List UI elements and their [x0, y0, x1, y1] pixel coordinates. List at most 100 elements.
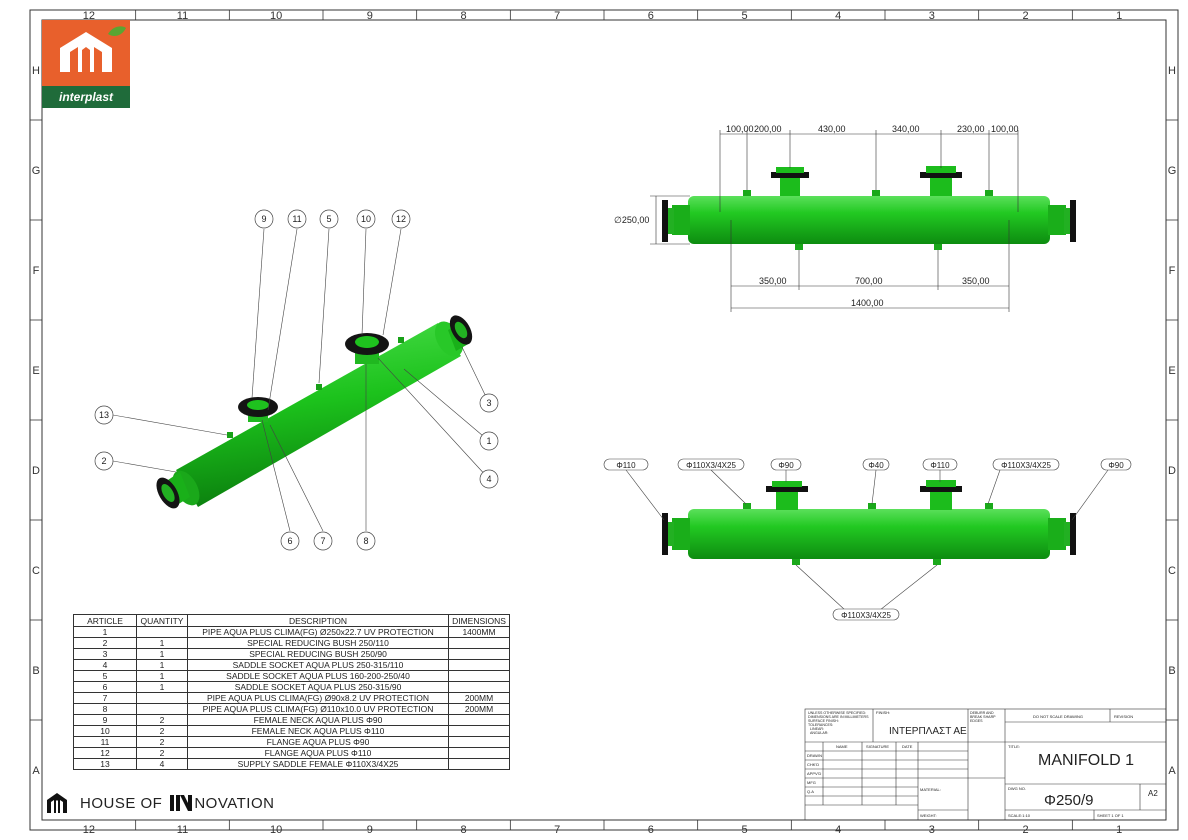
dim-top-1: 100,00 — [726, 124, 754, 134]
callout-label: Φ40 — [868, 461, 884, 470]
balloon-circle — [479, 469, 499, 489]
front-pipe-body — [688, 196, 1050, 244]
dim-bottom-3: 350,00 — [962, 276, 990, 286]
table-cell: 1 — [136, 648, 188, 660]
zone-col-top: 8 — [460, 10, 466, 22]
dim-diameter: ∅250,00 — [614, 215, 649, 225]
front-dimension-lines — [650, 130, 1019, 312]
zone-col-bottom: 5 — [741, 824, 747, 836]
balloon-label: 9 — [261, 214, 266, 224]
bottom-leaders — [625, 469, 1109, 611]
table-cell: 2 — [136, 725, 188, 737]
table-cell — [448, 659, 510, 671]
zone-col-bottom: 3 — [929, 824, 935, 836]
table-cell: SPECIAL REDUCING BUSH 250/90 — [187, 648, 449, 660]
table-cell: FEMALE NECK AQUA PLUS Φ90 — [187, 714, 449, 726]
front-flange-90 — [771, 172, 809, 178]
svg-text:LINEAR:: LINEAR: — [810, 727, 824, 731]
table-cell — [448, 725, 510, 737]
zone-col-top: 11 — [177, 10, 188, 22]
callout-label-frame — [992, 458, 1060, 471]
balloon-label: 7 — [320, 536, 325, 546]
balloon-circle — [254, 209, 274, 229]
zone-col-top: 9 — [367, 10, 373, 22]
callout-label-frame — [677, 458, 745, 471]
callout-label: Φ110X3/4X25 — [1001, 461, 1051, 470]
callout-label: Φ90 — [778, 461, 794, 470]
table-cell: PIPE AQUA PLUS CLIMA(FG) Ø90x8.2 UV PROT… — [187, 692, 449, 704]
table-cell — [448, 637, 510, 649]
dim-top-3: 430,00 — [818, 124, 846, 134]
balloon-circle — [287, 209, 307, 229]
dim-overall: 1400,00 — [851, 298, 884, 308]
table-cell: 1 — [136, 637, 188, 649]
innovation-mark-icon — [170, 795, 193, 811]
zone-col-bottom: 10 — [270, 824, 282, 836]
title-block — [804, 708, 1167, 821]
svg-text:ANGULAR:: ANGULAR: — [810, 731, 828, 735]
footer-brand: HOUSE OF NOVATION — [46, 790, 274, 816]
footer-brand-part2: NOVATION — [194, 794, 275, 812]
logo-mark — [42, 20, 130, 86]
table-cell — [448, 714, 510, 726]
balloon-label: 6 — [287, 536, 292, 546]
svg-text:SURFACE FINISH:: SURFACE FINISH: — [808, 719, 839, 723]
zone-row-right: E — [1168, 365, 1175, 377]
zone-row-left: A — [32, 765, 40, 777]
zone-row-left: B — [32, 665, 39, 677]
svg-text:EDGES: EDGES — [970, 719, 983, 723]
table-cell: 1 — [136, 681, 188, 693]
callout-label-frame — [862, 458, 890, 471]
table-cell: 3 — [73, 648, 137, 660]
table-cell: 2 — [136, 736, 188, 748]
dim-top-5: 230,00 — [957, 124, 985, 134]
table-cell: 7 — [73, 692, 137, 704]
table-cell — [448, 758, 510, 770]
table-cell — [136, 703, 188, 715]
balloon-circle — [479, 431, 499, 451]
svg-text:Q.A: Q.A — [807, 789, 814, 794]
logo-wordmark: interplast — [42, 86, 130, 108]
svg-text:MFG: MFG — [807, 780, 816, 785]
table-row: 7 PIPE AQUA PLUS CLIMA(FG) Ø90x8.2 UV PRO… — [73, 692, 510, 704]
zone-row-right: F — [1169, 265, 1176, 277]
dim-bottom-2: 700,00 — [855, 276, 883, 286]
table-cell: 1 — [73, 626, 137, 638]
zone-col-bottom: 1 — [1116, 824, 1122, 836]
svg-text:DRAWN: DRAWN — [807, 753, 822, 758]
table-cell — [136, 692, 188, 704]
table-cell: SADDLE SOCKET AQUA PLUS 250-315/90 — [187, 681, 449, 693]
callout-label-bottom-frame — [832, 608, 900, 621]
zone-col-bottom: 2 — [1022, 824, 1028, 836]
svg-text:TITLE:: TITLE: — [1008, 744, 1020, 749]
iso-leaders — [112, 228, 490, 532]
callout-label: Φ110X3/4X25 — [686, 461, 736, 470]
dim-top-2: 200,00 — [754, 124, 782, 134]
table-cell: FLANGE AQUA PLUS Φ110 — [187, 747, 449, 759]
bom-header-quantity: QUANTITY — [136, 614, 188, 627]
iso-pipe-body — [176, 323, 461, 507]
table-cell: 10 — [73, 725, 137, 737]
table-cell: 4 — [136, 758, 188, 770]
callout-label-frame — [922, 458, 958, 471]
zone-row-left: H — [32, 65, 40, 77]
balloon-label: 4 — [486, 474, 491, 484]
svg-text:CHK'D: CHK'D — [807, 762, 819, 767]
zone-col-bottom: 9 — [367, 824, 373, 836]
zone-col-bottom: 8 — [460, 824, 466, 836]
zone-col-top: 2 — [1022, 10, 1028, 22]
zone-col-top: 3 — [929, 10, 935, 22]
svg-text:SHEET 1 OF 1: SHEET 1 OF 1 — [1097, 813, 1124, 818]
zone-row-right: C — [1168, 565, 1176, 577]
drawing-number: Φ250/9 — [1044, 792, 1094, 809]
zone-col-top: 1 — [1116, 10, 1122, 22]
front-flange-110 — [920, 172, 962, 178]
